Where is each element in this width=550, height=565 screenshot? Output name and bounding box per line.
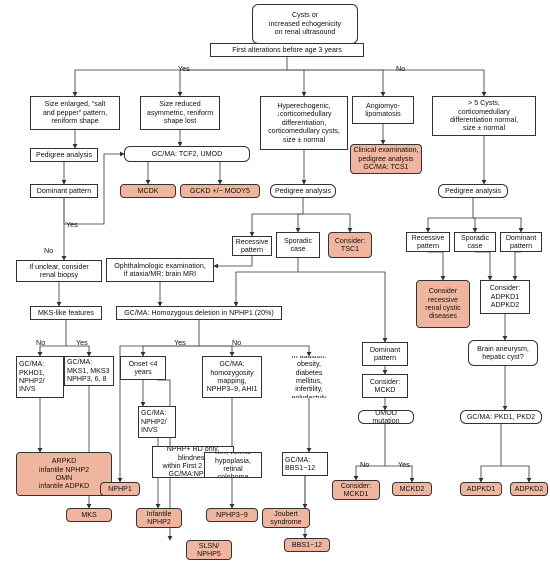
node-infantile-nphp2: Infantile NPHP2 [136,508,182,528]
node-nphp3-9: NPHP3−9 [206,508,258,522]
connector-18 [303,213,353,233]
connector-24 [298,271,388,343]
branch-label-no-4: No [232,338,242,347]
connector-27 [512,251,521,281]
connector-23 [233,258,299,307]
connector-33 [140,320,200,357]
connector-4 [287,69,386,97]
node-size-reduced: Size reduced asymmetric, reniform shape … [140,96,220,130]
branch-label-yes-5: Yes [398,460,410,469]
node-mr-vermis: MR, vermis hypoplasia, retinal coloboma [204,452,262,478]
node-in-addition: In addition: obesity, diabetes mellitus,… [291,356,327,398]
connector-25 [428,251,446,281]
node-mks: MKS [66,508,112,522]
connector-16 [249,198,304,237]
node-hyperechogenic: Hyperechogenic, ↓corticomedullary differ… [260,96,348,150]
connector-19 [425,198,474,233]
node-gcma-tcf2: GC/MA: TCF2, UMOD [124,146,250,162]
node-bbs: BBS1−12 [284,538,330,552]
node-gcma-nphp2: GC/MA: NPHP2/ INVS [138,406,176,438]
node-dominant-a: Dominant pattern [30,184,98,198]
node-gcma-mks1: GC/MA: MKS1, MKS3 NPHP3, 6, 8 [64,356,114,386]
node-gt5cysts: > 5 Cysts, corticomedullary differentiat… [432,96,536,136]
node-adpkd2: ADPKD2 [510,482,548,496]
connector-36 [117,345,199,483]
node-angiomyo: Angiomyo- lipomatosis [352,96,414,124]
node-size-enlarged: Size enlarged, “salt and pepper” pattern… [30,96,120,130]
node-pedigree-a: Pedigree analysis [30,148,98,162]
connector-47 [385,465,415,483]
node-consider-adpkd: Consider: ADPKD1 ADPKD2 [480,280,530,314]
connector-32 [66,345,92,357]
node-clinical-tsc1: Clinical examination, pedigree analysis … [350,144,422,174]
connector-22 [213,256,253,269]
node-dominant-d: Dominant pattern [362,342,408,366]
node-gcma-pkd: GC/MA: PKD1, PKD2 [460,410,542,424]
connector-35 [199,345,312,357]
branch-label-yes-3: Yes [76,338,88,347]
node-sporadic-c: Sporadic case [454,232,496,252]
connector-38 [157,379,173,541]
node-mckd2: MCKD2 [392,482,432,496]
node-onset4: Onset <4 years [120,356,166,380]
node-consider-mckd: Consider: MCKD [362,374,408,398]
branch-label-no-1: No [396,64,406,73]
node-consider-recessive: Consider recessive renal cystic diseases [416,280,470,328]
node-gckd: GCKD +/− MODY5 [180,184,260,198]
node-first-alt: First alterations before age 3 years [210,43,364,57]
node-recessive-c: Recessive pattern [406,232,450,252]
node-gcma-bbs: GC/MA: BBS1−12 [282,452,328,476]
branch-label-yes-4: Yes [174,338,186,347]
branch-label-yes-2: Yes [66,220,78,229]
branch-label-no-2: No [44,246,54,255]
node-adpkd1: ADPKD1 [460,482,502,496]
branch-label-no-3: No [36,338,46,347]
connector-17 [295,213,303,233]
node-recessive-b: Recessive pattern [232,236,272,256]
node-arpkd: ARPKD infantile NPHP2 OMN infantile ADPK… [16,452,112,496]
node-mcdk: MCDK [120,184,176,198]
connector-26 [475,251,493,281]
node-sporadic-b: Sporadic case [276,232,320,258]
connector-3 [287,69,307,97]
connector-20 [472,217,478,233]
branch-label-no-5: No [360,460,370,469]
node-pedigree-c: Pedigree analysis [438,184,508,198]
node-pedigree-b: Pedigree analysis [270,184,336,198]
node-cysts: Cysts or increased echogenicity on renal… [252,4,358,44]
node-brain-aneurysm: Brain aneurysm, hepatic cyst? [468,340,538,366]
node-gcma-nphp1: GC/MA: Homozygous deletion in NPHP1 (20%… [116,306,282,320]
connector-2 [177,69,287,97]
connector-49 [478,424,502,483]
connector-50 [501,465,532,483]
connector-31 [37,320,67,357]
connector-21 [473,217,524,233]
connector-1 [72,57,288,97]
node-umod-mut: UMOD mutation [358,410,414,424]
node-dominant-c: Dominant pattern [500,232,542,252]
node-slsn: SLSN/ NPHP5 [186,540,232,560]
node-nphp1: NPHP1 [100,482,140,496]
node-gcma-pkhd1: GC/MA: PKHD1, NPHP2/ INVS [16,356,64,398]
node-unclear: If unclear, consider renal biopsy [16,260,102,282]
node-consider-tsc1: Consider: TSC1 [328,232,372,258]
node-joubert: Joubert syndrome [262,508,310,528]
node-consider-mckd1: Consider: MCKD1 [332,480,380,500]
connector-5 [287,69,487,97]
node-ophthal: Ophthalmologic examination, if ataxia/MR… [106,258,214,282]
node-gcma-homozyg: GC/MA: homozygosity mapping, NPHP3–9, AH… [202,356,262,398]
node-mks-like: MKS-like features [30,306,102,320]
connector-34 [199,345,235,357]
branch-label-yes-1: Yes [178,64,190,73]
connector-46 [353,424,386,481]
